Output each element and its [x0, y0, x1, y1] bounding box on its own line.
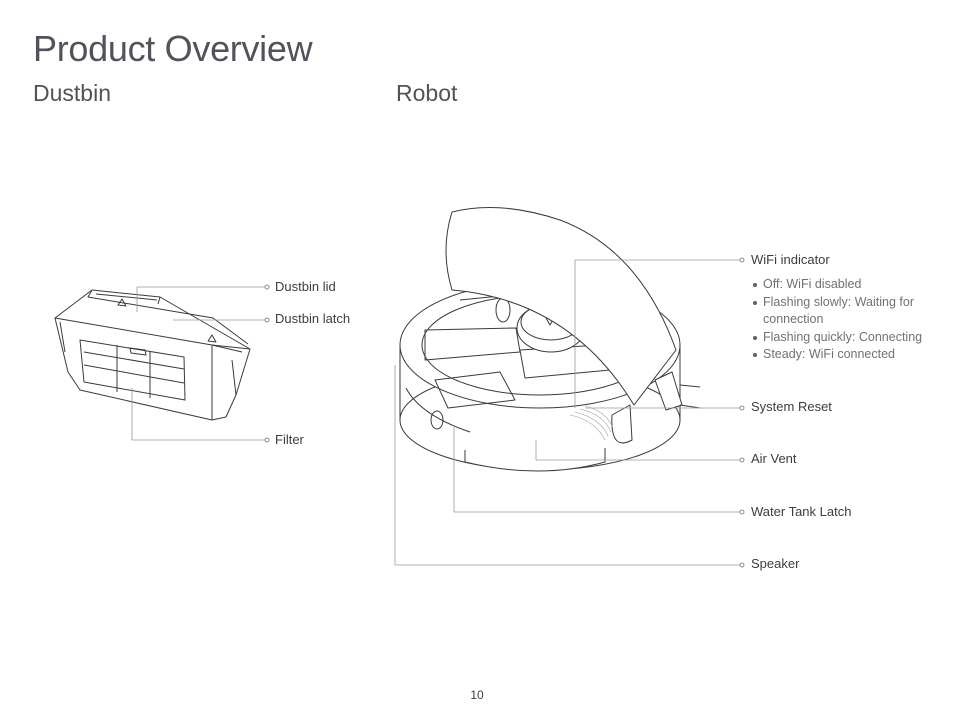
wifi-state-item: Steady: WiFi connected — [751, 346, 941, 364]
vent-grille — [569, 405, 614, 441]
air-vent-label: Air Vent — [751, 451, 797, 466]
robot-section-title: Robot — [396, 80, 458, 106]
filter-label: Filter — [275, 432, 304, 447]
dustbin-section-title: Dustbin — [33, 80, 111, 106]
page-number: 10 — [470, 688, 484, 702]
wifi-state-item: Flashing quickly: Connecting — [751, 329, 941, 347]
wifi-state-item: Flashing slowly: Waiting for connection — [751, 294, 941, 329]
wifi-indicator-label: WiFi indicator — [751, 252, 830, 267]
dustbin-lid-label: Dustbin lid — [275, 279, 336, 294]
water-tank-latch-label: Water Tank Latch — [751, 504, 852, 519]
dustbin-illustration — [54, 289, 251, 421]
speaker-label: Speaker — [751, 556, 800, 571]
system-reset-label: System Reset — [751, 399, 832, 414]
dustbin-latch-label: Dustbin latch — [275, 311, 351, 326]
wifi-state-item: Off: WiFi disabled — [751, 276, 941, 294]
wifi-states-list: Off: WiFi disabled Flashing slowly: Wait… — [751, 276, 941, 364]
page-title: Product Overview — [33, 28, 313, 69]
robot-illustration — [399, 207, 701, 472]
